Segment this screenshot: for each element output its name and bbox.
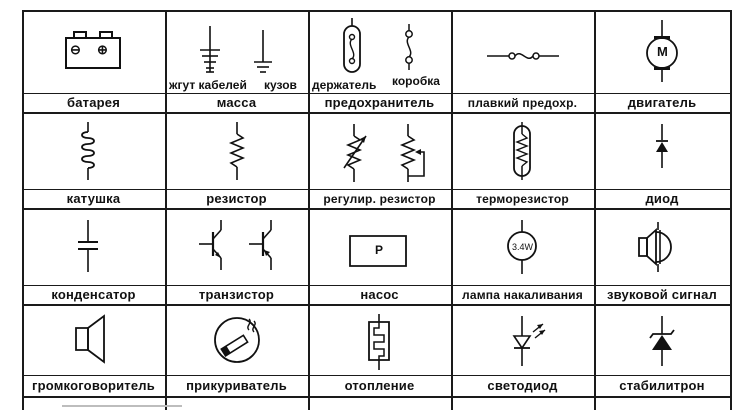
battery-icon <box>22 12 165 92</box>
label-ground: масса <box>216 95 257 110</box>
lamp-rating: 3.4W <box>512 242 534 252</box>
label-heater: отопление <box>344 378 415 393</box>
transistor-icon <box>165 210 308 285</box>
led-icon <box>451 306 594 376</box>
motor-icon <box>594 12 730 92</box>
fuse-box-label: коробка <box>392 74 440 88</box>
label-battery: батарея <box>66 95 120 110</box>
grid-line <box>165 10 167 410</box>
pump-icon <box>308 210 451 285</box>
horn-icon <box>594 210 730 285</box>
label-speaker: громкоговоритель <box>32 378 155 393</box>
label-transistor: транзистор <box>198 287 275 302</box>
lamp-icon <box>451 210 594 285</box>
fuse-icon <box>308 12 451 92</box>
grid-line <box>22 208 732 210</box>
fusible-link-icon <box>451 12 594 92</box>
coil-icon <box>22 114 165 189</box>
grid-line <box>22 189 732 190</box>
scan-edge-line <box>62 405 182 407</box>
label-pump: насос <box>360 287 399 302</box>
label-horn: звуковой сигнал <box>607 287 717 302</box>
grid-line <box>22 10 732 12</box>
fuse-holder-label: держатель <box>312 78 377 92</box>
grid-line <box>451 10 453 410</box>
label-motor: двигатель <box>627 95 697 110</box>
label-resistor: резистор <box>206 191 267 206</box>
grid-line <box>22 112 732 114</box>
grid-line <box>22 10 24 410</box>
battery-plus-label: ⊕ <box>97 42 108 57</box>
speaker-icon <box>22 306 165 376</box>
label-cigarette-lighter: прикуриватель <box>186 378 287 393</box>
grid-line <box>22 93 732 94</box>
ground-icon <box>165 12 308 92</box>
zener-diode-icon <box>594 306 730 376</box>
grid-line <box>22 304 732 306</box>
label-diode: диод <box>645 191 679 206</box>
grid-line <box>308 10 310 410</box>
grid-line <box>730 10 732 410</box>
ground-body-label: кузов <box>264 78 297 92</box>
ground-harness-label: жгут кабелей <box>169 78 247 92</box>
label-capacitor: конденсатор <box>51 287 136 302</box>
heater-icon <box>308 306 451 376</box>
grid-line <box>22 285 732 286</box>
grid-line <box>22 375 732 376</box>
capacitor-icon <box>22 210 165 285</box>
label-fusible-link: плавкий предохр. <box>467 96 578 110</box>
label-fuse: предохранитель <box>324 95 435 110</box>
label-variable-resistor: регулир. резистор <box>323 192 436 206</box>
cigarette-lighter-icon <box>165 306 308 376</box>
label-lamp: лампа накаливания <box>462 288 583 302</box>
diode-icon <box>656 114 668 189</box>
label-thermistor: терморезистор <box>476 192 569 206</box>
variable-resistor-icon <box>308 114 451 189</box>
thermistor-icon <box>451 114 594 189</box>
grid-line <box>22 396 732 398</box>
label-led: светодиод <box>487 378 558 393</box>
motor-letter: M <box>657 44 668 59</box>
pump-letter: P <box>375 243 384 257</box>
label-coil: катушка <box>66 191 121 206</box>
battery-minus-label: ⊖ <box>70 42 81 57</box>
grid-line <box>594 10 596 410</box>
label-zener-diode: стабилитрон <box>619 378 705 393</box>
resistor-icon <box>165 114 308 189</box>
